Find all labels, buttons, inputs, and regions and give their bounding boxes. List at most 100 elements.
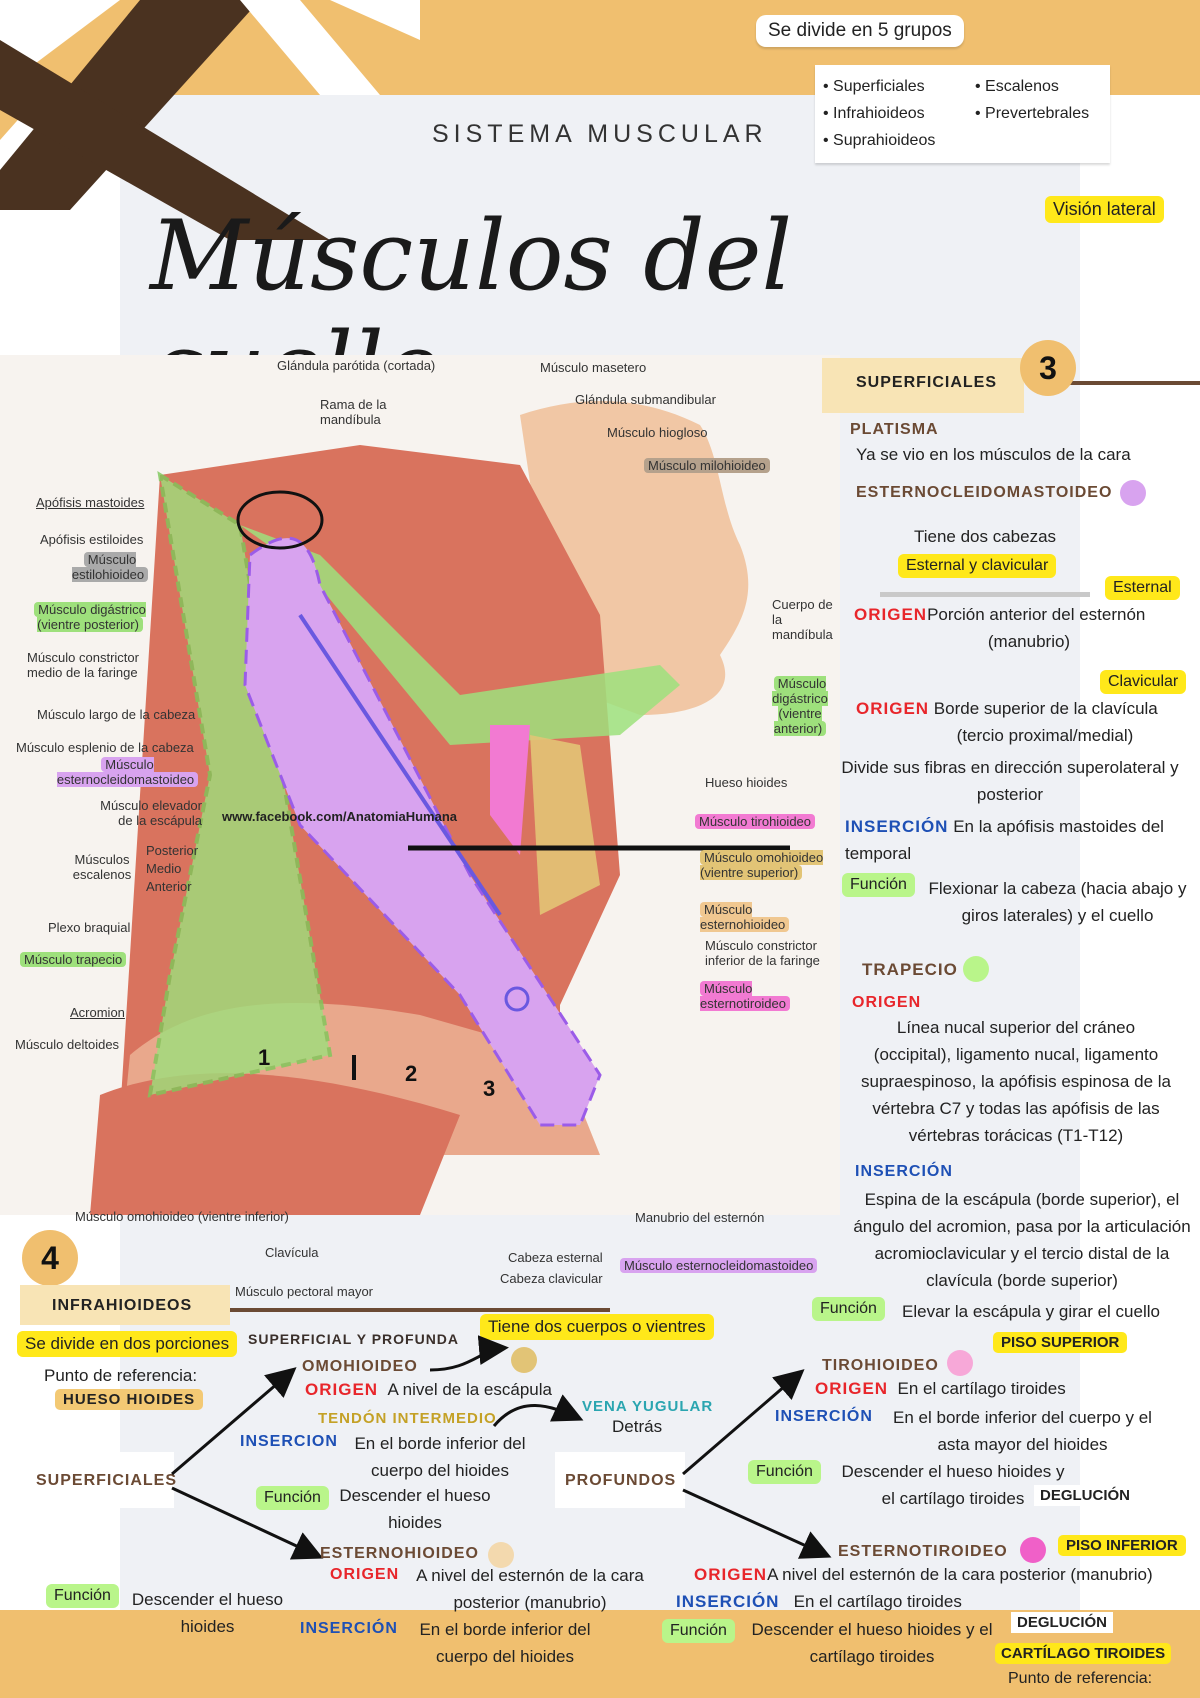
omo-funcion-tag: Función bbox=[256, 1486, 329, 1510]
esternal-tag: Esternal bbox=[1105, 576, 1180, 600]
eh-insercion: En el borde inferior del cuerpo del hioi… bbox=[419, 1620, 591, 1666]
label-mastoides: Apófisis mastoides bbox=[36, 495, 145, 510]
esternal-origen-line: ORIGENPorción anterior del esternón bbox=[854, 602, 1145, 628]
piso-inferior-tag: PISO INFERIOR bbox=[1058, 1535, 1186, 1556]
label-escalenos: Músculos escalenos bbox=[72, 852, 132, 882]
label-omohioideo-inf: Músculo omohioideo (vientre inferior) bbox=[75, 1209, 289, 1224]
eh-origen-label: ORIGEN bbox=[330, 1566, 400, 1583]
et-origen-label: ORIGEN bbox=[694, 1565, 768, 1584]
section-rule-2 bbox=[230, 1308, 610, 1312]
trapecio-color-dot bbox=[963, 956, 989, 982]
label-cabeza-esternal: Cabeza esternal bbox=[508, 1250, 603, 1265]
figure-watermark: www.facebook.com/AnatomiaHumana bbox=[221, 809, 458, 824]
profundos-box bbox=[555, 1452, 685, 1508]
origen-label: ORIGEN bbox=[856, 699, 930, 718]
ecm-fibras: Divide sus fibras en dirección superolat… bbox=[841, 758, 1179, 804]
zone-number-1: 1 bbox=[258, 1045, 270, 1070]
label-cuerpo-mandibula: Cuerpo de la mandíbula bbox=[772, 597, 833, 642]
superficiales-label: SUPERFICIALES bbox=[36, 1472, 178, 1489]
groups-note: • Superficiales • Infrahioideos • Suprah… bbox=[815, 65, 1110, 163]
esternal-origen-2: (manubrio) bbox=[987, 632, 1071, 651]
label-deltoides: Músculo deltoides bbox=[15, 1037, 120, 1052]
page-subtitle: SISTEMA MUSCULAR bbox=[432, 120, 768, 148]
punto-referencia: Punto de referencia: bbox=[44, 1366, 198, 1385]
label-digastrico-ant: Músculo digástrico (vientre anterior) bbox=[772, 676, 828, 736]
section-number-4: 4 bbox=[22, 1230, 78, 1286]
esternotiroideo-title: ESTERNOTIROIDEO bbox=[838, 1543, 1008, 1560]
eh-origen: A nivel del esternón de la cara posterio… bbox=[416, 1566, 644, 1612]
insercion-label: INSERCIÓN bbox=[845, 817, 949, 836]
th-origen: En el cartílago tiroides bbox=[897, 1379, 1066, 1398]
label-milohioideo: Músculo milohioideo bbox=[644, 458, 770, 473]
omo-origen-label: ORIGEN bbox=[305, 1380, 379, 1399]
groups-col-2: • Escalenos • Prevertebrales bbox=[975, 73, 1089, 127]
ecm-intro: Tiene dos cabezas bbox=[913, 527, 1057, 546]
label-esc-medio: Medio bbox=[146, 861, 182, 876]
profundos-label: PROFUNDOS bbox=[565, 1472, 677, 1489]
origen-label: ORIGEN bbox=[854, 605, 928, 624]
label-esc-anterior: Anterior bbox=[146, 879, 192, 894]
th-insercion: En el borde inferior del cuerpo y el ast… bbox=[893, 1408, 1152, 1454]
label-estilohioideo: Músculo estilohioideo bbox=[71, 552, 149, 582]
platisma-title: PLATISMA bbox=[850, 421, 939, 438]
th-funcion-tag: Función bbox=[748, 1460, 821, 1484]
label-esc-posterior: Posterior bbox=[146, 843, 199, 858]
infrahioideos-heading: INFRAHIOIDEOS bbox=[52, 1297, 193, 1314]
tendon-intermedio: TENDÓN INTERMEDIO bbox=[318, 1410, 497, 1427]
ecm-color-dot bbox=[1120, 480, 1146, 506]
deglucion-tag-2: DEGLUCIÓN bbox=[1011, 1612, 1113, 1633]
punto-referencia-2: Punto de referencia: bbox=[1008, 1670, 1153, 1687]
label-largo-cabeza: Músculo largo de la cabeza bbox=[37, 707, 196, 722]
view-tag: Visión lateral bbox=[1045, 196, 1164, 223]
ecm-funcion-tag: Función bbox=[842, 873, 915, 897]
label-estiloides: Apófisis estiloides bbox=[40, 532, 144, 547]
label-esplenio: Músculo esplenio de la cabeza bbox=[16, 740, 194, 755]
groups-title: Se divide en 5 grupos bbox=[756, 15, 964, 47]
label-plexo: Plexo braquial bbox=[48, 920, 131, 935]
ecm-insercion: En la apófisis mastoides del temporal bbox=[845, 817, 1164, 863]
omo-funcion: Descender el hueso hioides bbox=[339, 1486, 491, 1532]
trapecio-funcion-tag: Función bbox=[812, 1297, 885, 1321]
omohioideo-color-dot bbox=[511, 1347, 537, 1373]
trapecio-insercion-label: INSERCIÓN bbox=[855, 1163, 953, 1180]
esternal-origen: Porción anterior del esternón bbox=[927, 605, 1146, 624]
tirohioideo-color-dot bbox=[947, 1350, 973, 1376]
deglucion-tag: DEGLUCIÓN bbox=[1034, 1485, 1136, 1506]
vena-detras: Detrás bbox=[612, 1417, 663, 1436]
cartilago-tag: CARTÍLAGO TIROIDES bbox=[995, 1643, 1172, 1664]
infrahioideos-header: INFRAHIOIDEOS bbox=[20, 1285, 230, 1325]
clavicular-tag: Clavicular bbox=[1100, 670, 1187, 694]
zone-number-2: 2 bbox=[405, 1061, 417, 1086]
divider bbox=[880, 592, 1090, 597]
et-origen: A nivel del esternón de la cara posterio… bbox=[767, 1565, 1153, 1584]
superficiales-heading: SUPERFICIALES bbox=[856, 374, 998, 391]
trapecio-origen: Línea nucal superior del cráneo (occipit… bbox=[861, 1018, 1171, 1145]
dos-cuerpos-tag: Tiene dos cuerpos o vientres bbox=[480, 1314, 714, 1340]
label-escalenos-parts: Posterior Medio Anterior bbox=[146, 842, 198, 896]
ecm-title: ESTERNOCLEIDOMASTOIDEO bbox=[856, 484, 1113, 501]
tirohioideo-title: TIROHIOIDEO bbox=[822, 1357, 939, 1374]
th-origen-label: ORIGEN bbox=[815, 1379, 889, 1398]
omo-origen: A nivel de la escápula bbox=[387, 1380, 552, 1399]
group-item: • Escalenos bbox=[975, 78, 1059, 95]
eh-insercion-label: INSERCIÓN bbox=[300, 1620, 398, 1637]
th-funcion: Descender el hueso hioides y el cartílag… bbox=[841, 1462, 1065, 1508]
esternohioideo-color-dot bbox=[488, 1542, 514, 1568]
et-insercion-label: INSERCIÓN bbox=[676, 1592, 780, 1611]
decorative-stripes bbox=[0, 0, 420, 240]
et-funcion: Descender el hueso hioides y el cartílag… bbox=[751, 1620, 993, 1666]
label-pectoral: Músculo pectoral mayor bbox=[235, 1284, 373, 1299]
et-insercion: En el cartílago tiroides bbox=[793, 1592, 962, 1611]
ecm-funcion: Flexionar la cabeza (hacia abajo y giros… bbox=[928, 879, 1187, 925]
th-insercion-label: INSERCIÓN bbox=[775, 1408, 873, 1425]
th-origen-line: ORIGEN En el cartílago tiroides bbox=[815, 1376, 1066, 1402]
label-hiogloso: Músculo hiogloso bbox=[607, 425, 708, 440]
superficiales-box bbox=[24, 1452, 174, 1508]
group-item: • Suprahioideos bbox=[823, 132, 936, 149]
hueso-hioides-tag: HUESO HIOIDES bbox=[55, 1389, 204, 1410]
ecm-insercion-line: INSERCIÓN En la apófisis mastoides del t… bbox=[845, 813, 1185, 867]
label-masetero: Músculo masetero bbox=[540, 360, 647, 375]
eh-funcion: Descender el hueso hioides bbox=[131, 1590, 284, 1636]
clavicular-origen-2: (tercio proximal/medial) bbox=[956, 726, 1134, 745]
